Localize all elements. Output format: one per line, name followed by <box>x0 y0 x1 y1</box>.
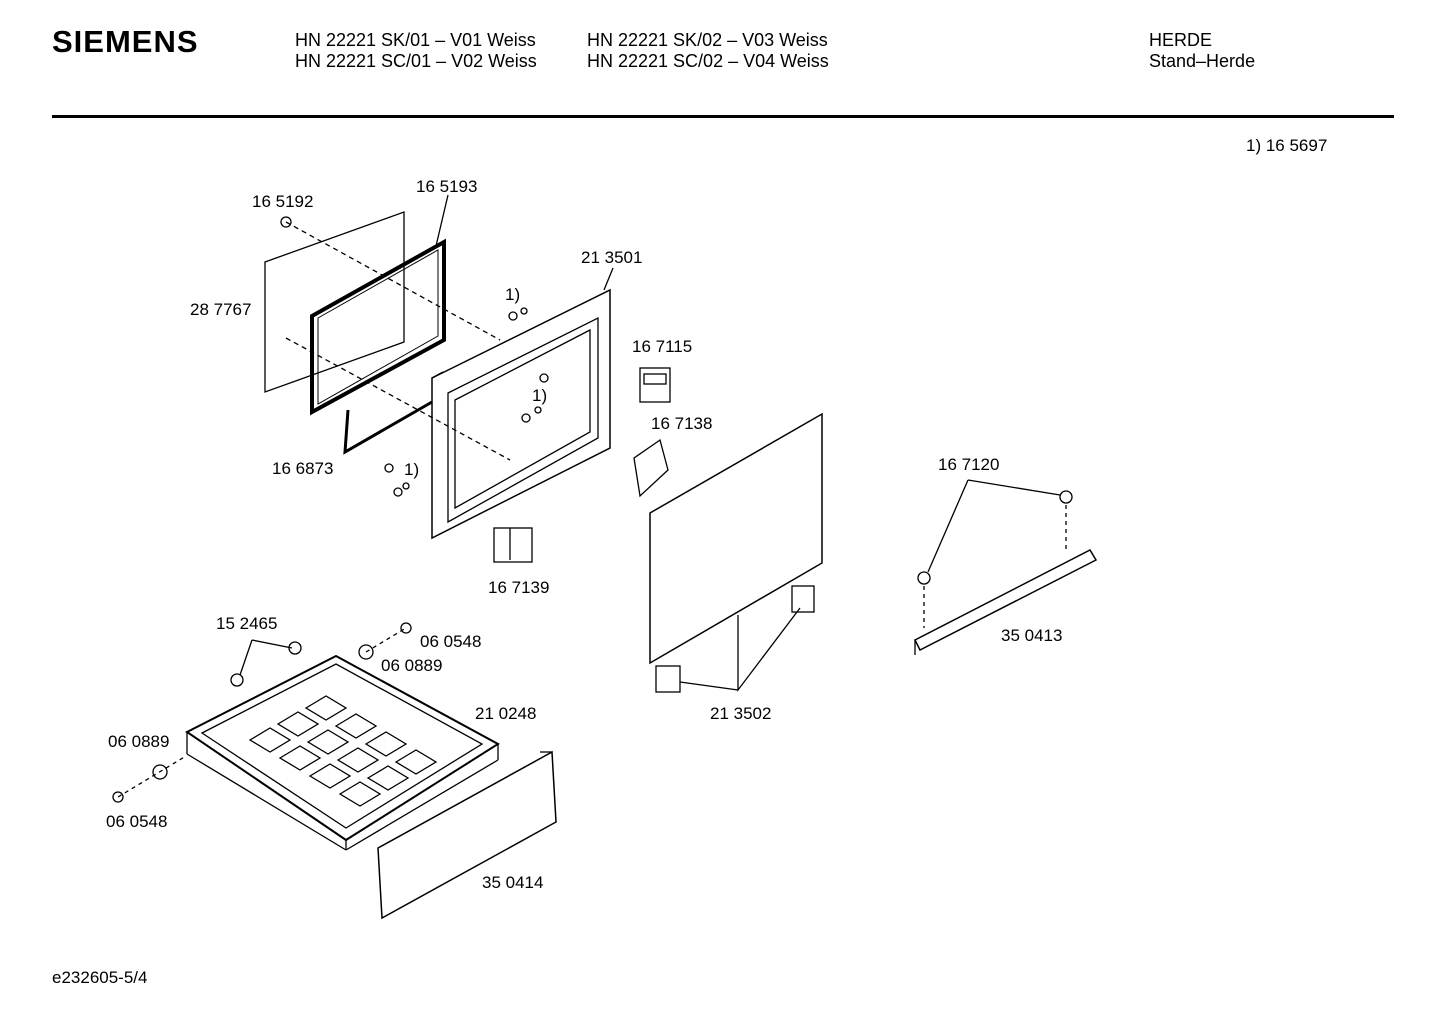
back-panel <box>649 412 823 665</box>
category-subtitle: Stand–Herde <box>1149 51 1256 71</box>
part-label-060548: 06 0548 <box>106 812 168 831</box>
part-label-287767: 28 7767 <box>190 300 252 319</box>
ref-footnote: 1) <box>532 386 548 405</box>
model-list-column-1: HN 22221 SK/01 – V01 Weiss HN 22221 SC/0… <box>295 30 537 72</box>
tray-perforation <box>248 695 438 807</box>
part-label-060889: 06 0889 <box>108 732 170 751</box>
part-label-167120: 16 7120 <box>938 455 1000 474</box>
model-line: HN 22221 SK/01 – V01 Weiss <box>295 30 536 50</box>
rail <box>913 549 1098 652</box>
model-list-column-2: HN 22221 SK/02 – V03 Weiss HN 22221 SC/0… <box>587 30 829 72</box>
document-id: e232605-5/4 <box>52 968 148 987</box>
baking-tray <box>185 654 500 842</box>
channel-strip <box>343 400 433 455</box>
ref-footnote: 1) <box>505 285 521 304</box>
front-trim <box>377 750 557 920</box>
part-label-167115: 16 7115 <box>632 337 693 356</box>
hinge-167139 <box>493 527 533 563</box>
brand-logo: SIEMENS <box>52 24 199 59</box>
part-label-166873: 16 6873 <box>272 459 334 478</box>
header-divider <box>52 115 1394 118</box>
hinge-167138 <box>633 438 669 498</box>
part-label-210248: 21 0248 <box>475 704 537 723</box>
door-frame <box>431 288 611 540</box>
model-line: HN 22221 SK/02 – V03 Weiss <box>587 30 828 50</box>
glass-pane <box>264 211 405 393</box>
ref-footnote: 1) <box>404 460 420 479</box>
part-label-165193: 16 5193 <box>416 177 478 196</box>
footnote-reference: 1) 16 5697 <box>1246 136 1328 155</box>
category-title: HERDE <box>1149 30 1213 50</box>
model-line: HN 22221 SC/02 – V04 Weiss <box>587 51 829 71</box>
part-label-060548: 06 0548 <box>420 632 482 651</box>
door-seal <box>310 238 446 416</box>
part-label-213502: 21 3502 <box>710 704 772 723</box>
model-line: HN 22221 SC/01 – V02 Weiss <box>295 51 537 71</box>
hinge-167115 <box>639 367 671 403</box>
part-label-165192: 16 5192 <box>252 192 314 211</box>
part-label-350414: 35 0414 <box>482 873 544 892</box>
screw <box>280 216 292 228</box>
part-label-167139: 16 7139 <box>488 578 550 597</box>
category-block: HERDE Stand–Herde <box>1149 30 1255 72</box>
part-label-152465: 15 2465 <box>216 614 278 633</box>
part-label-350413: 35 0413 <box>1001 626 1063 645</box>
part-label-167138: 16 7138 <box>651 414 713 433</box>
part-label-060889: 06 0889 <box>381 656 443 675</box>
part-label-213501: 21 3501 <box>581 248 643 267</box>
